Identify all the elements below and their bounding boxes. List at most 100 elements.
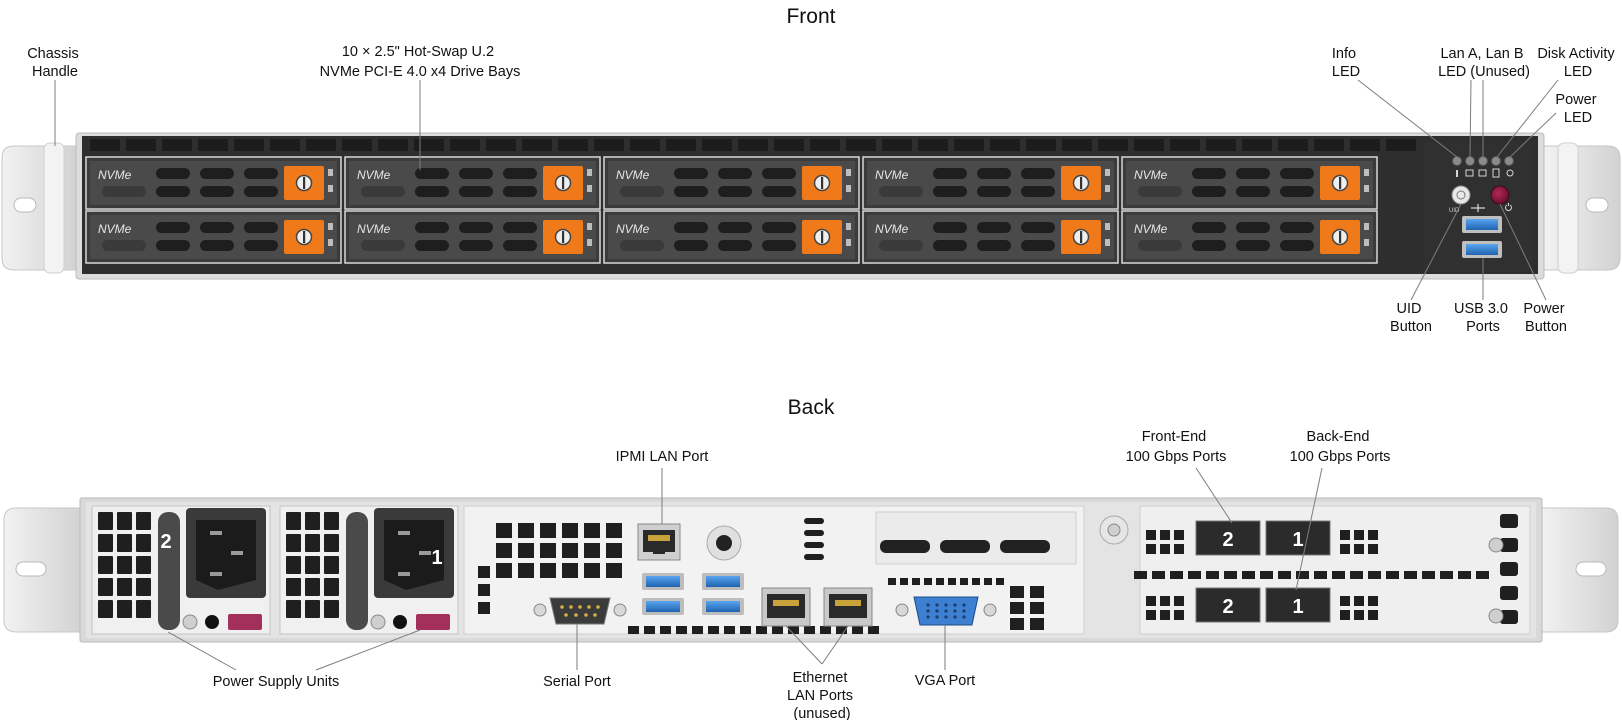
vent-slot bbox=[1026, 139, 1056, 151]
uid-button-label: UID Button bbox=[1390, 301, 1432, 335]
disk-icon bbox=[1492, 168, 1500, 178]
usb-icon bbox=[1471, 204, 1485, 212]
vent-slot bbox=[90, 139, 120, 151]
drive-bay[interactable]: NVMe bbox=[85, 210, 342, 264]
vent-slot bbox=[702, 139, 732, 151]
serial-port-label: Serial Port bbox=[543, 674, 611, 690]
ethernet-lan-port-1[interactable] bbox=[761, 587, 811, 627]
drive-label: NVMe bbox=[98, 168, 132, 182]
drive-label: NVMe bbox=[875, 168, 909, 182]
vent-slot bbox=[162, 139, 192, 151]
vent-slot bbox=[846, 139, 876, 151]
vent-slot bbox=[1062, 139, 1092, 151]
power-button[interactable] bbox=[1490, 185, 1510, 205]
chassis-handle-label: Chassis Handle bbox=[27, 46, 83, 80]
svg-text:1: 1 bbox=[1292, 529, 1303, 551]
svg-text:1: 1 bbox=[1292, 596, 1303, 618]
vent-slot bbox=[1242, 139, 1272, 151]
disk-activity-led-label: Disk Activity LED bbox=[1537, 46, 1618, 80]
vent-slot bbox=[630, 139, 660, 151]
lan-b-icon bbox=[1478, 169, 1487, 177]
uid-button[interactable] bbox=[1451, 185, 1471, 205]
back-end-port-2[interactable]: 2 bbox=[1195, 587, 1261, 623]
front-end-port-1[interactable]: 1 bbox=[1265, 520, 1331, 556]
disk-activity-led bbox=[1491, 156, 1501, 166]
back-title: Back bbox=[788, 396, 835, 419]
vent-slot bbox=[414, 139, 444, 151]
drive-label: NVMe bbox=[616, 168, 650, 182]
serial-port[interactable] bbox=[533, 597, 627, 625]
back-end-ports-label: Back-End 100 Gbps Ports bbox=[1290, 429, 1391, 465]
ethernet-lan-port-2[interactable] bbox=[823, 587, 873, 627]
ethernet-lan-ports-label: Ethernet LAN Ports (unused) bbox=[787, 670, 857, 720]
front-end-port-2[interactable]: 2 bbox=[1195, 520, 1261, 556]
drive-bay[interactable]: NVMe bbox=[344, 156, 601, 210]
vent-slot bbox=[486, 139, 516, 151]
drive-label: NVMe bbox=[357, 168, 391, 182]
usb-3-ports[interactable] bbox=[1462, 216, 1502, 258]
back-labels: IPMI LAN Port Front-End 100 Gbps Ports B… bbox=[213, 429, 1391, 720]
vent-slot bbox=[1278, 139, 1308, 151]
io-vents bbox=[478, 518, 1044, 634]
drive-label: NVMe bbox=[1134, 168, 1168, 182]
lan-led-label: Lan A, Lan B LED (Unused) bbox=[1438, 46, 1530, 80]
vent-slot bbox=[1098, 139, 1128, 151]
psu-1: 1 bbox=[279, 505, 459, 635]
drive-label: NVMe bbox=[616, 222, 650, 236]
drive-bay[interactable]: NVMe bbox=[85, 156, 342, 210]
power-led-icon bbox=[1506, 169, 1514, 177]
vent-slot bbox=[774, 139, 804, 151]
vent-slot bbox=[234, 139, 264, 151]
uid-mark: UID bbox=[1449, 208, 1460, 214]
vent-slot bbox=[738, 139, 768, 151]
drive-label: NVMe bbox=[1134, 222, 1168, 236]
control-panel: UID bbox=[1425, 143, 1533, 271]
rear-usb-ports[interactable] bbox=[642, 573, 744, 615]
psu-1-vents bbox=[286, 512, 339, 618]
drive-bay[interactable]: NVMe bbox=[1121, 210, 1378, 264]
power-supply-units-label: Power Supply Units bbox=[213, 674, 340, 690]
drive-bay[interactable]: NVMe bbox=[862, 156, 1119, 210]
back-end-port-1[interactable]: 1 bbox=[1265, 587, 1331, 623]
info-led-label: Info LED bbox=[1332, 46, 1360, 80]
vga-port-label: VGA Port bbox=[915, 673, 975, 689]
drive-bays-label: 10 × 2.5" Hot-Swap U.2 NVMe PCI-E 4.0 x4… bbox=[320, 44, 521, 80]
usb-ports-label: USB 3.0 Ports bbox=[1454, 301, 1512, 335]
ipmi-lan-port-label: IPMI LAN Port bbox=[616, 449, 709, 465]
lan-b-led bbox=[1478, 156, 1488, 166]
vent-slot bbox=[810, 139, 840, 151]
psu-2-vents bbox=[98, 512, 151, 618]
drive-bay[interactable]: NVMe bbox=[603, 210, 860, 264]
lan-a-led bbox=[1465, 156, 1475, 166]
svg-text:2: 2 bbox=[1222, 529, 1233, 551]
vent-slot bbox=[594, 139, 624, 151]
psu-2-number: 2 bbox=[160, 531, 171, 553]
drive-label: NVMe bbox=[98, 222, 132, 236]
vent-slot bbox=[1314, 139, 1344, 151]
vent-slot bbox=[270, 139, 300, 151]
vga-port[interactable] bbox=[895, 596, 997, 626]
power-button-label: Power Button bbox=[1523, 301, 1568, 335]
vent-slot bbox=[126, 139, 156, 151]
right-chassis-handle bbox=[1543, 145, 1621, 271]
psu-2: 2 bbox=[91, 505, 271, 635]
vent-slot bbox=[1350, 139, 1380, 151]
power-led bbox=[1504, 156, 1514, 166]
vent-slot bbox=[882, 139, 912, 151]
drive-bay[interactable]: NVMe bbox=[1121, 156, 1378, 210]
vent-slot bbox=[558, 139, 588, 151]
drive-bay[interactable]: NVMe bbox=[344, 210, 601, 264]
drive-bay[interactable]: NVMe bbox=[862, 210, 1119, 264]
drive-bay[interactable]: NVMe bbox=[603, 156, 860, 210]
ipmi-lan-port[interactable] bbox=[637, 523, 681, 561]
vent-slot bbox=[1170, 139, 1200, 151]
vent-slot bbox=[1386, 139, 1416, 151]
vent-slot bbox=[342, 139, 372, 151]
vent-slot bbox=[1134, 139, 1164, 151]
lan-a-icon bbox=[1465, 169, 1474, 177]
vent-slot bbox=[954, 139, 984, 151]
nic-vents bbox=[1134, 514, 1518, 624]
vent-slot bbox=[198, 139, 228, 151]
